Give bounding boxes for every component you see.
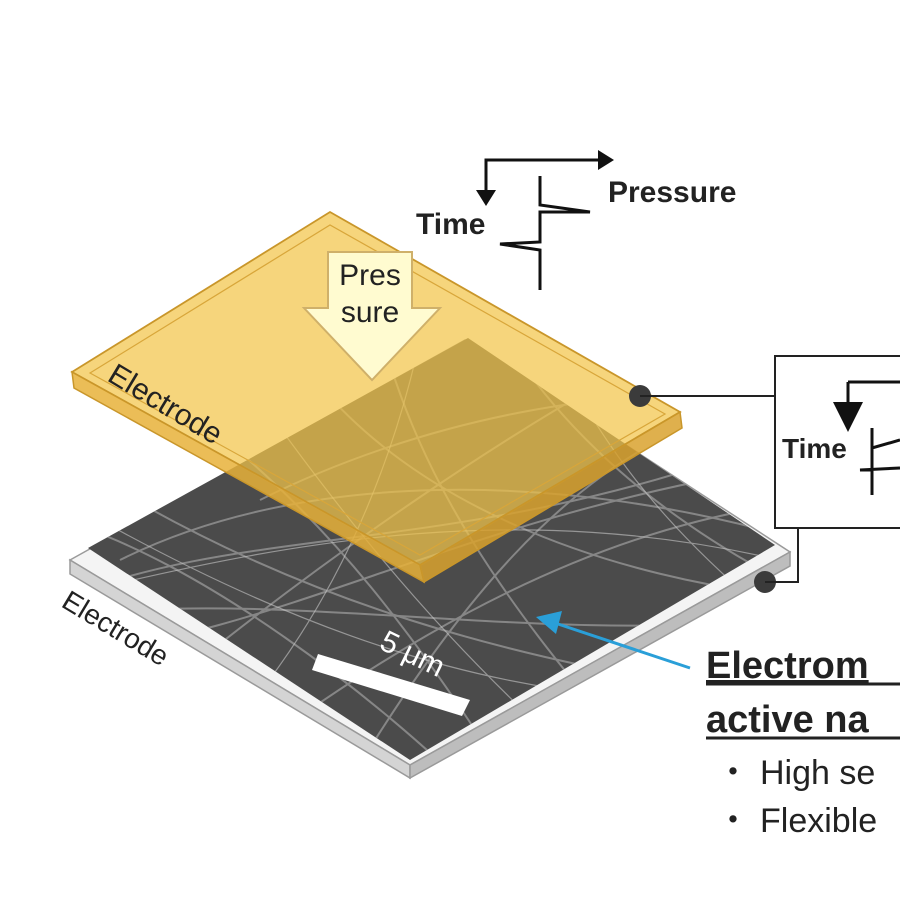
signal-trace bbox=[499, 176, 591, 290]
wiring bbox=[629, 385, 799, 593]
graph-y-arrowhead bbox=[476, 190, 496, 206]
material-title-line2: active na bbox=[706, 699, 870, 741]
graph-x-label: Pressure bbox=[608, 176, 736, 209]
pressure-arrow-label-line2: sure bbox=[341, 296, 399, 329]
bullet-marker-2: ・ bbox=[716, 802, 750, 840]
graph-y-label: Time bbox=[416, 208, 485, 241]
graph-right-y-label: Time bbox=[782, 433, 847, 464]
pressure-time-graph: Pressure Time bbox=[416, 150, 736, 290]
pressure-arrow-label-line1: Pres bbox=[339, 259, 401, 292]
graph-x-arrowhead bbox=[598, 150, 614, 170]
measurement-box: Time bbox=[774, 355, 900, 529]
bullet-item-2: Flexible bbox=[760, 802, 877, 840]
material-description: Electrom active na ・ High se ・ Flexible bbox=[706, 645, 900, 840]
pressure-arrow: Pres sure bbox=[301, 251, 443, 382]
bullet-item-1: High se bbox=[760, 754, 875, 792]
material-pointer-arrow bbox=[536, 611, 691, 670]
top-electrode bbox=[70, 210, 683, 584]
material-title-line1: Electrom bbox=[706, 645, 869, 687]
bullet-marker-1: ・ bbox=[716, 754, 750, 792]
